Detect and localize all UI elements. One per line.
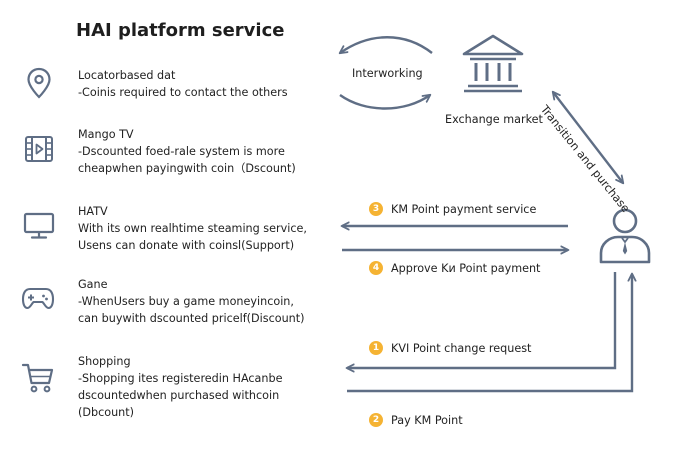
service-name: HATV bbox=[78, 205, 108, 218]
service-mango-tv: Mango TV -Dscounted foed-rale system is … bbox=[78, 126, 296, 177]
service-desc-line: can buywith dscounted pricelf(Discount) bbox=[78, 312, 305, 325]
step-1: 1 KVI Point change request bbox=[369, 341, 531, 355]
service-name: Shopping bbox=[78, 355, 131, 368]
step-label: Approve Kи Point payment bbox=[391, 261, 541, 275]
service-desc-line: -WhenUsers buy a game moneyincoin, bbox=[78, 295, 294, 308]
step-label: Pay KM Point bbox=[391, 413, 463, 427]
pay-point-arrow bbox=[347, 272, 637, 393]
step-badge: 4 bbox=[369, 261, 383, 275]
interworking-arrow-bottom bbox=[339, 93, 432, 110]
service-hatv: HATV With its own realhtime steaming ser… bbox=[78, 203, 307, 254]
service-name: Mango TV bbox=[78, 128, 134, 141]
service-desc-line: -Shopping ites registeredin HAcanbe bbox=[78, 372, 283, 385]
service-desc-line: (Dbcount) bbox=[78, 406, 135, 419]
step-badge: 2 bbox=[369, 413, 383, 427]
service-desc-line: Usens can donate with coinsl(Support) bbox=[78, 239, 295, 252]
service-location: Locatorbased dat -Coinis required to con… bbox=[78, 67, 288, 101]
shopping-cart-icon bbox=[21, 363, 54, 393]
service-shopping: Shopping -Shopping ites registeredin HAc… bbox=[78, 353, 282, 421]
film-strip-icon bbox=[25, 136, 53, 162]
step-label: KM Point payment service bbox=[391, 202, 537, 216]
gamepad-icon bbox=[21, 287, 55, 310]
step-4: 4 Approve Kи Point payment bbox=[369, 261, 540, 275]
service-desc-line: -Dscounted foed-rale system is more bbox=[78, 145, 285, 158]
user-icon bbox=[599, 208, 651, 264]
location-pin-icon bbox=[27, 67, 51, 99]
service-desc-line: dscountedwhen purchased withcoin bbox=[78, 389, 280, 402]
step-3: 3 KM Point payment service bbox=[369, 202, 536, 216]
step-label: KVI Point change request bbox=[391, 341, 532, 355]
service-game: Gane -WhenUsers buy a game moneyincoin, … bbox=[78, 276, 305, 327]
service-desc-line: -Coinis required to contact the others bbox=[78, 86, 288, 99]
transition-double-arrow bbox=[551, 90, 625, 185]
service-name: Locatorbased dat bbox=[78, 69, 176, 82]
service-desc-line: cheapwhen payingwith coin（Dscount) bbox=[78, 162, 296, 175]
monitor-icon bbox=[23, 212, 55, 239]
interworking-label: Interworking bbox=[352, 67, 423, 80]
interworking-arrow-top bbox=[338, 36, 433, 55]
exchange-market-label: Exchange market bbox=[445, 113, 543, 126]
step-2: 2 Pay KM Point bbox=[369, 413, 463, 427]
bank-icon bbox=[462, 34, 524, 93]
service-name: Gane bbox=[78, 278, 108, 291]
change-request-arrow bbox=[345, 272, 617, 373]
step-badge: 3 bbox=[369, 202, 383, 216]
service-desc-line: With its own realhtime steaming service, bbox=[78, 222, 307, 235]
diagram-title: HAI platform service bbox=[76, 20, 285, 41]
step-badge: 1 bbox=[369, 341, 383, 355]
